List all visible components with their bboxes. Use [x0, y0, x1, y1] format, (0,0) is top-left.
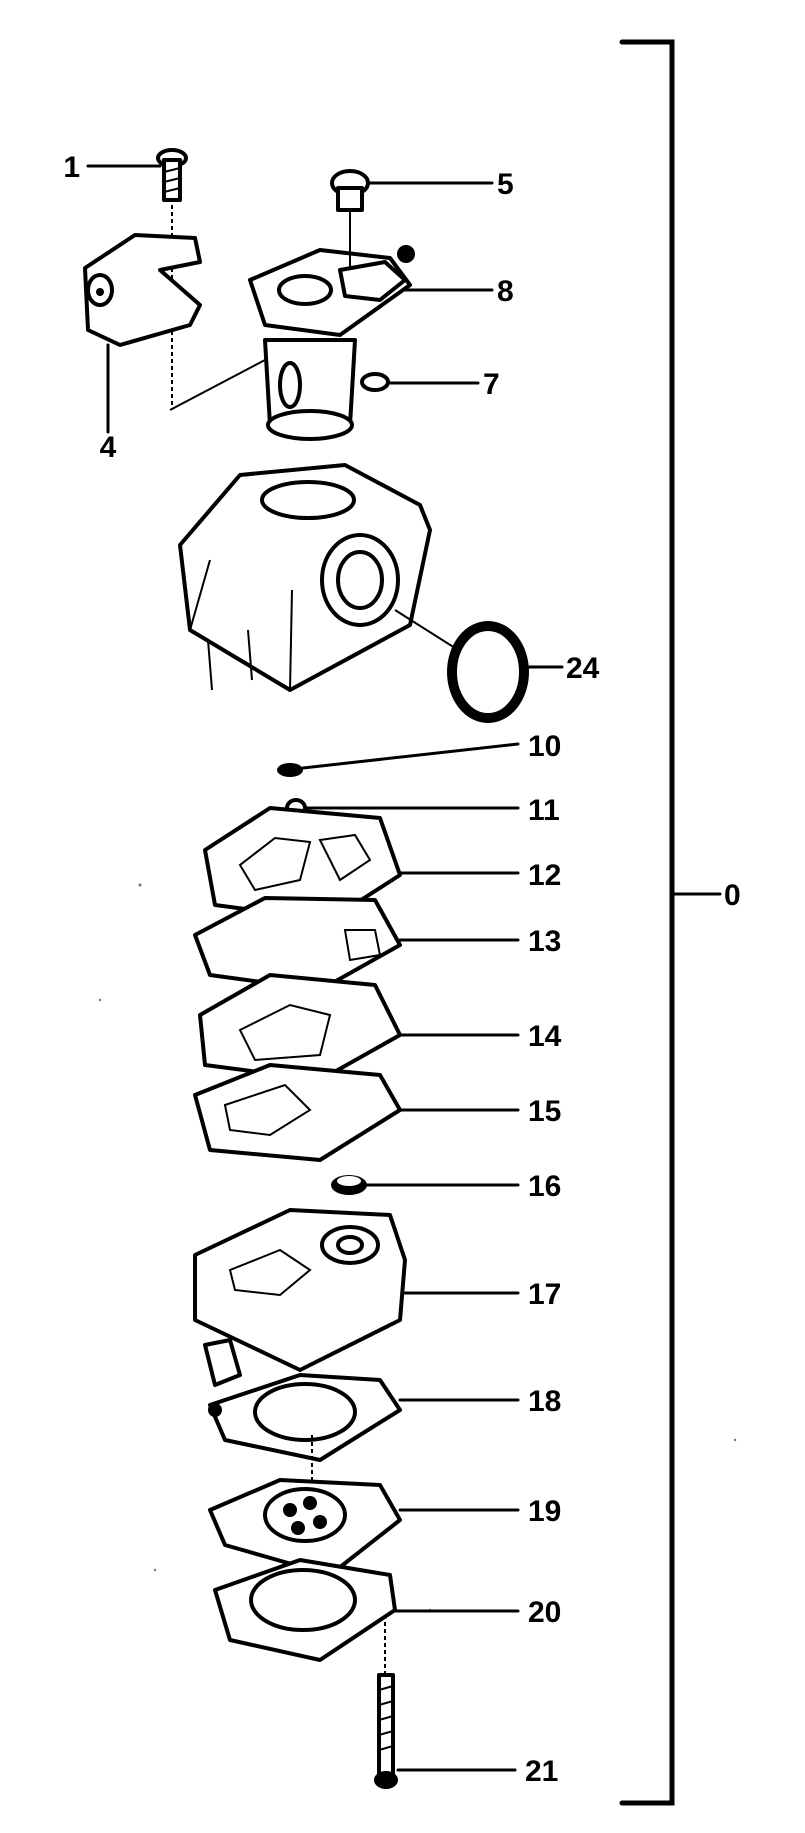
callout-13: 13 [528, 925, 561, 958]
callout-10: 10 [528, 730, 561, 763]
callout-24: 24 [566, 652, 600, 685]
part-18-gasket [208, 1373, 520, 1462]
callout-11: 11 [528, 794, 560, 827]
part-15-diaphragm [193, 1063, 520, 1162]
callout-14: 14 [528, 1020, 562, 1053]
part-10-plug [277, 742, 520, 777]
part-21-screw [374, 1615, 517, 1789]
callout-20: 20 [528, 1596, 561, 1629]
part-1-screw [86, 148, 188, 410]
callout-16: 16 [528, 1170, 561, 1203]
part-13-gasket [193, 896, 520, 992]
callout-17: 17 [528, 1278, 561, 1311]
part-12-plate [203, 806, 520, 922]
part-17-body [193, 1208, 520, 1387]
callout-5: 5 [497, 168, 514, 201]
part-24-seal [394, 609, 564, 723]
callout-15: 15 [528, 1095, 561, 1128]
part-8-lever [338, 245, 494, 302]
part-14-gasket [198, 973, 520, 1082]
part-19-diaphragm [208, 1435, 520, 1577]
callout-19: 19 [528, 1495, 561, 1528]
callout-7: 7 [483, 368, 500, 401]
carburetor-body [178, 463, 432, 692]
part-20-cover [213, 1558, 520, 1662]
callout-0: 0 [724, 879, 741, 912]
callout-1: 1 [63, 151, 80, 184]
callout-8: 8 [497, 275, 514, 308]
part-4-bracket [83, 233, 202, 434]
assembly-bracket [619, 39, 722, 1806]
part-5-screw [330, 169, 494, 290]
callout-21: 21 [525, 1755, 558, 1788]
part-16-cap [331, 1175, 520, 1195]
callout-12: 12 [528, 859, 561, 892]
part-7-washer [360, 372, 480, 392]
callout-18: 18 [528, 1385, 561, 1418]
callout-4: 4 [100, 431, 117, 464]
